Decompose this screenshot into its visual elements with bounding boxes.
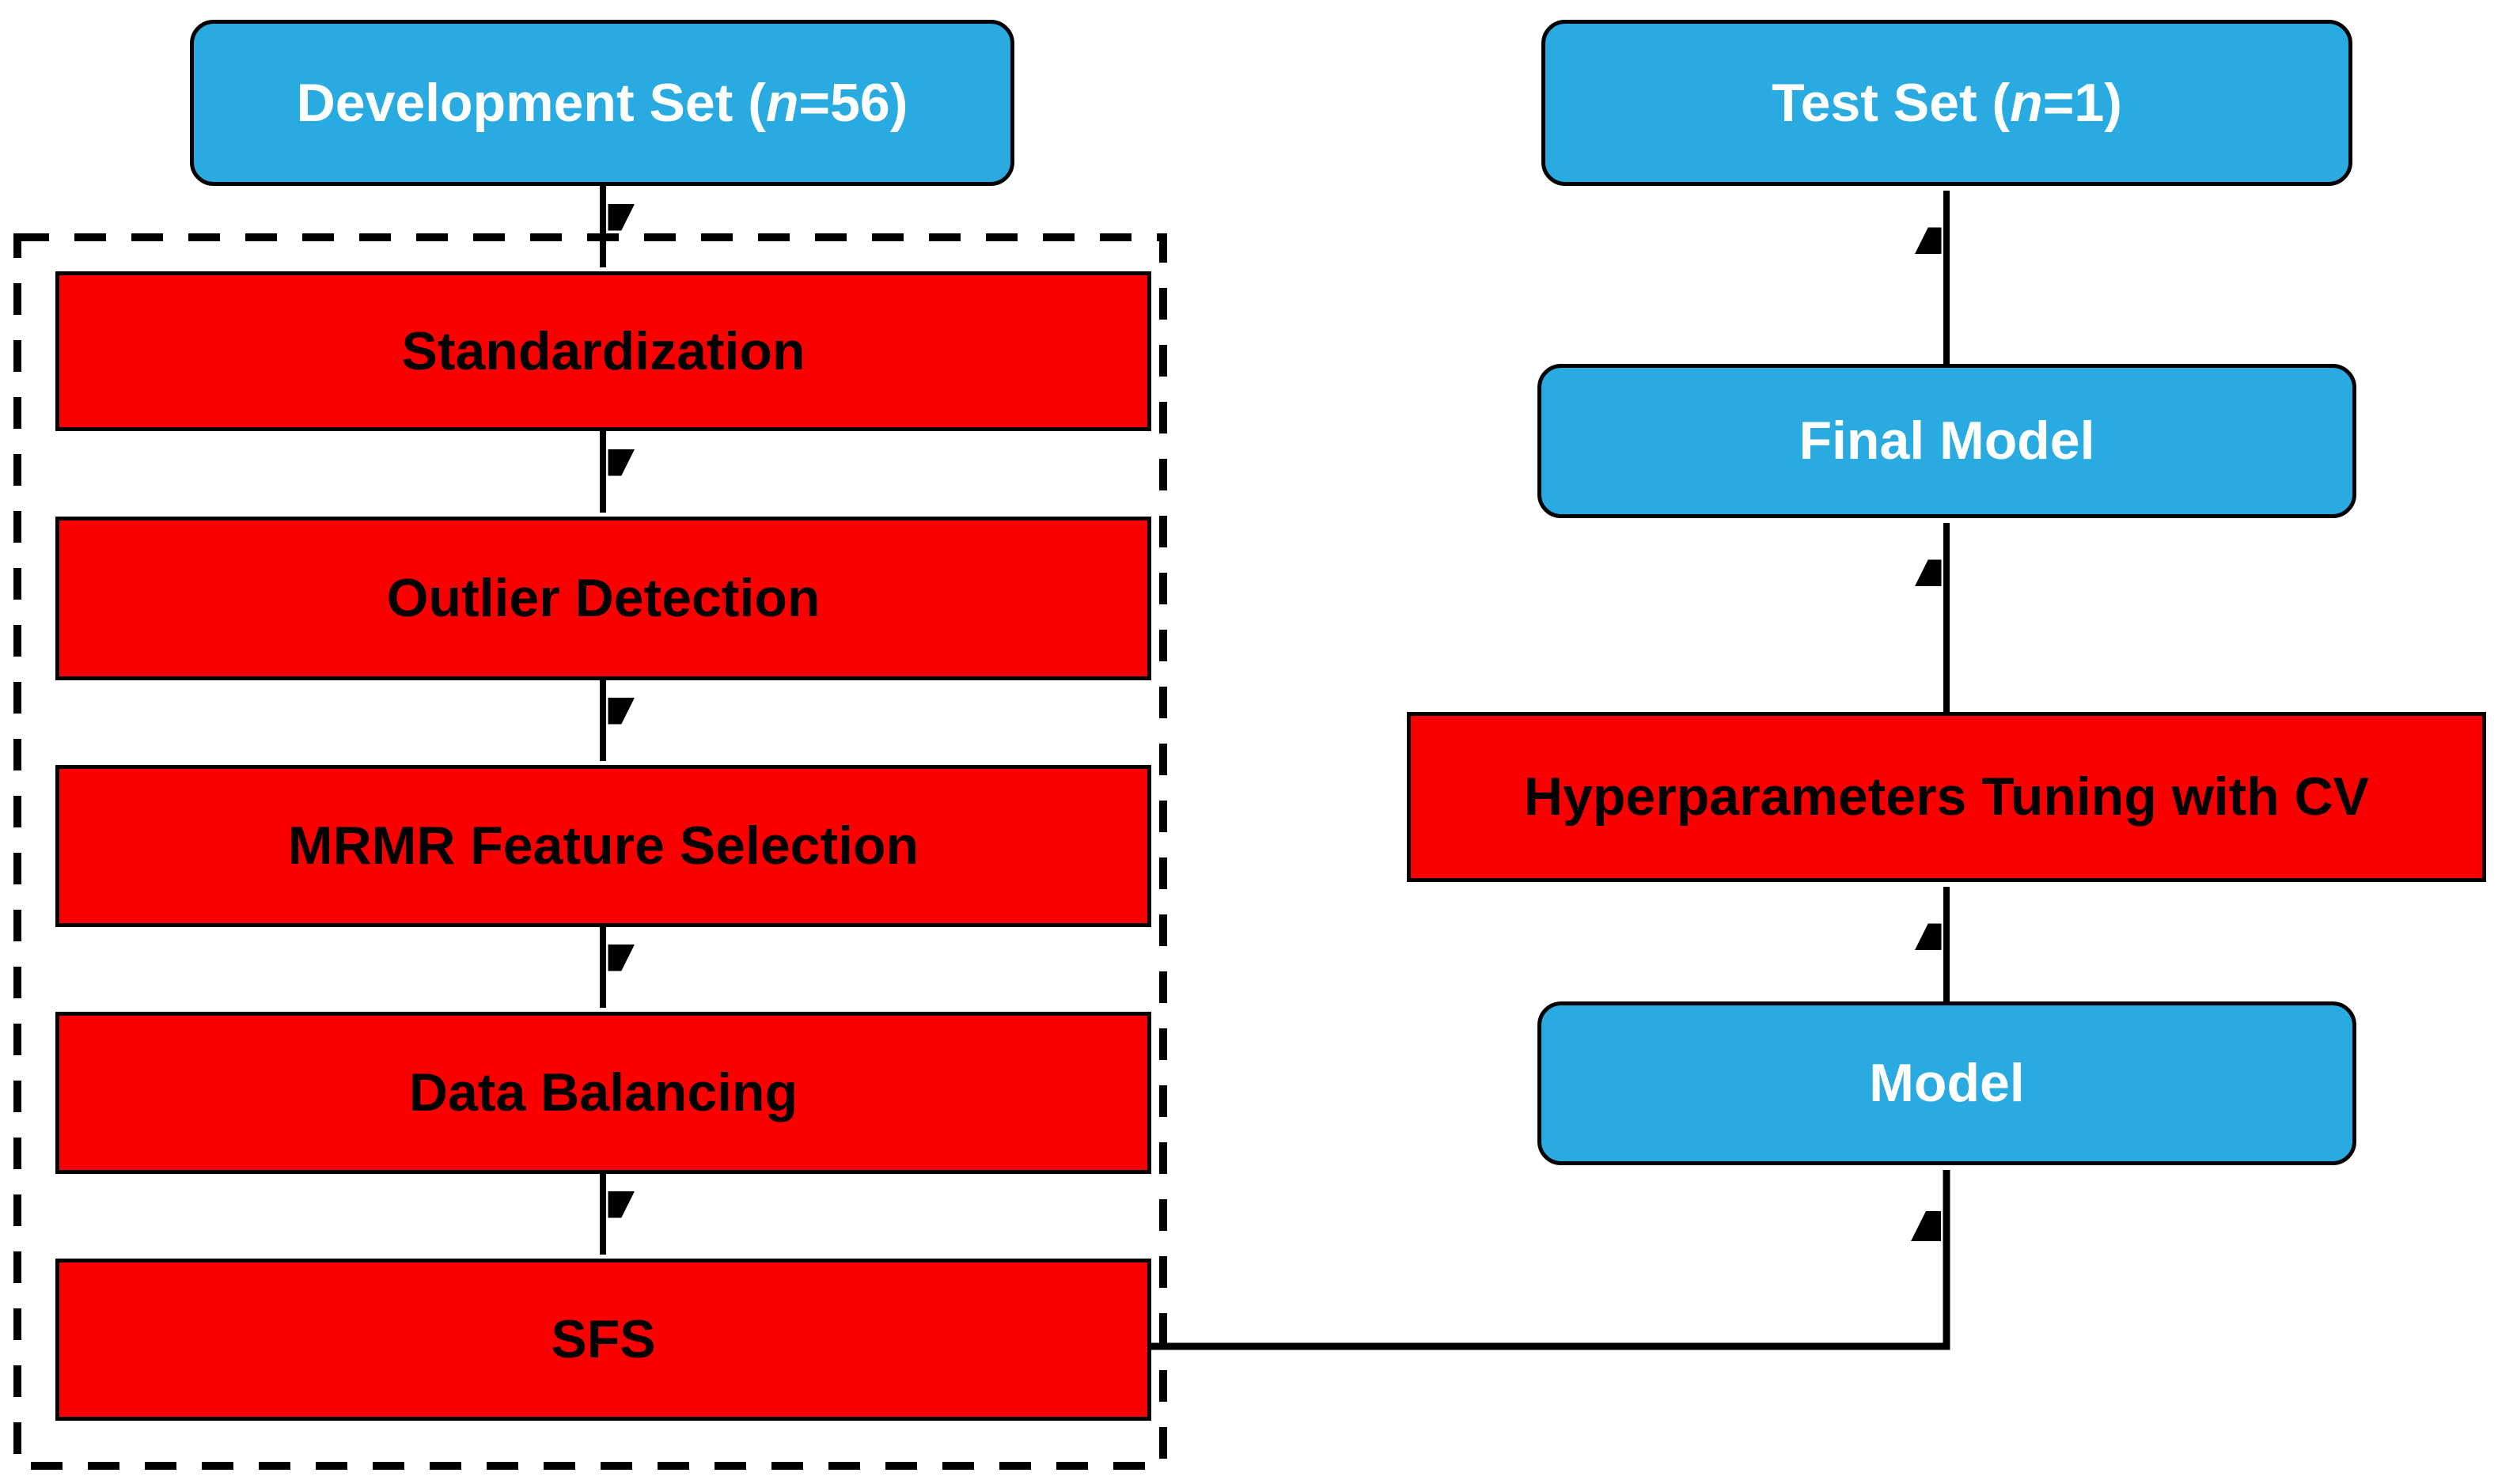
final-model-box: Final Model (1537, 364, 2356, 518)
mrmr-feature-selection-label: MRMR Feature Selection (287, 816, 919, 876)
model-box: Model (1537, 1001, 2356, 1165)
test-set-label-n: n (2010, 72, 2043, 133)
development-set-label-prefix: Development Set ( (296, 72, 766, 133)
outlier-detection-label: Outlier Detection (386, 568, 821, 629)
sfs-label: SFS (551, 1309, 656, 1370)
test-set-label: Test Set (n=1) (1772, 72, 2122, 133)
standardization-label: Standardization (401, 320, 806, 381)
development-set-box: Development Set (n=56) (190, 20, 1014, 186)
standardization-box: Standardization (55, 271, 1151, 431)
test-set-box: Test Set (n=1) (1541, 20, 2352, 186)
final-model-label: Final Model (1799, 411, 2095, 471)
test-set-label-suffix: =1) (2042, 72, 2122, 133)
development-set-label-suffix: =56) (798, 72, 908, 133)
data-balancing-label: Data Balancing (408, 1062, 798, 1123)
connector-sfs-to-model (1151, 1170, 1950, 1350)
mrmr-feature-selection-box: MRMR Feature Selection (55, 765, 1151, 927)
model-label: Model (1869, 1053, 2025, 1114)
hyperparameters-tuning-box: Hyperparameters Tuning with CV (1407, 712, 2486, 882)
outlier-detection-box: Outlier Detection (55, 517, 1151, 680)
development-set-label: Development Set (n=56) (296, 72, 908, 133)
data-balancing-box: Data Balancing (55, 1012, 1151, 1174)
hyperparameters-tuning-label: Hyperparameters Tuning with CV (1523, 767, 2370, 827)
sfs-box: SFS (55, 1259, 1151, 1421)
test-set-label-prefix: Test Set ( (1772, 72, 2011, 133)
preprocessing-dashed-container (13, 233, 1167, 1470)
development-set-label-n: n (765, 72, 799, 133)
